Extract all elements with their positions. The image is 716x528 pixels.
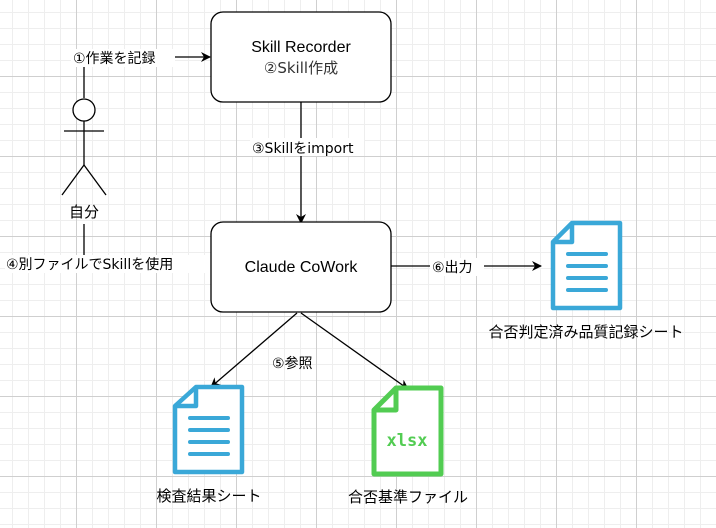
node-claude-cowork-box xyxy=(210,221,392,313)
edge-import: ③Skillをimport xyxy=(250,102,364,224)
node-skill-recorder[interactable]: Skill Recorder ②Skill作成 xyxy=(210,11,392,103)
actor-self-label: 自分 xyxy=(69,203,99,221)
node-skill-recorder-title: Skill Recorder xyxy=(251,39,351,56)
spreadsheet-file-icon: xlsx xyxy=(371,385,444,477)
edge-reference-line-right xyxy=(300,312,409,390)
edge-output-label-bg xyxy=(430,258,484,276)
edge-reference-label: ⑤参照 xyxy=(272,355,313,372)
node-skill-recorder-box xyxy=(210,11,392,103)
edge-import-label-bg xyxy=(250,138,364,156)
edge-output-label: ⑥出力 xyxy=(432,260,473,276)
node-criteria-file[interactable]: xlsx 合否基準ファイル xyxy=(348,385,468,506)
edge-record-label: ①作業を記録 xyxy=(73,50,156,67)
edge-use-label-bg xyxy=(5,255,211,273)
node-quality-record-sheet[interactable]: 合否判定済み品質記録シート xyxy=(488,220,684,341)
document-icon xyxy=(550,220,623,311)
node-inspection-result-sheet-label: 検査結果シート xyxy=(156,487,261,505)
edge-output: ⑥出力 xyxy=(391,258,542,276)
person-icon xyxy=(61,98,107,196)
xlsx-badge: xlsx xyxy=(387,431,428,451)
edge-record: ①作業を記録 xyxy=(71,49,211,98)
edge-reference-line-left xyxy=(210,312,298,388)
actor-self[interactable]: 自分 xyxy=(61,98,107,221)
node-claude-cowork-title: Claude CoWork xyxy=(245,259,359,276)
edge-use-label: ④別ファイルでSkillを使用 xyxy=(6,256,173,273)
edge-record-label-bg xyxy=(71,49,175,67)
edge-reference: ⑤参照 xyxy=(210,312,409,390)
node-claude-cowork[interactable]: Claude CoWork xyxy=(210,221,392,313)
node-criteria-file-label: 合否基準ファイル xyxy=(348,488,468,506)
document-icon xyxy=(172,384,245,475)
node-skill-recorder-subtitle: ②Skill作成 xyxy=(264,59,338,77)
node-quality-record-sheet-label: 合否判定済み品質記録シート xyxy=(488,323,683,341)
node-inspection-result-sheet[interactable]: 検査結果シート xyxy=(156,384,262,505)
edge-import-label: ③Skillをimport xyxy=(252,141,354,157)
edge-use: ④別ファイルでSkillを使用 xyxy=(5,224,211,273)
